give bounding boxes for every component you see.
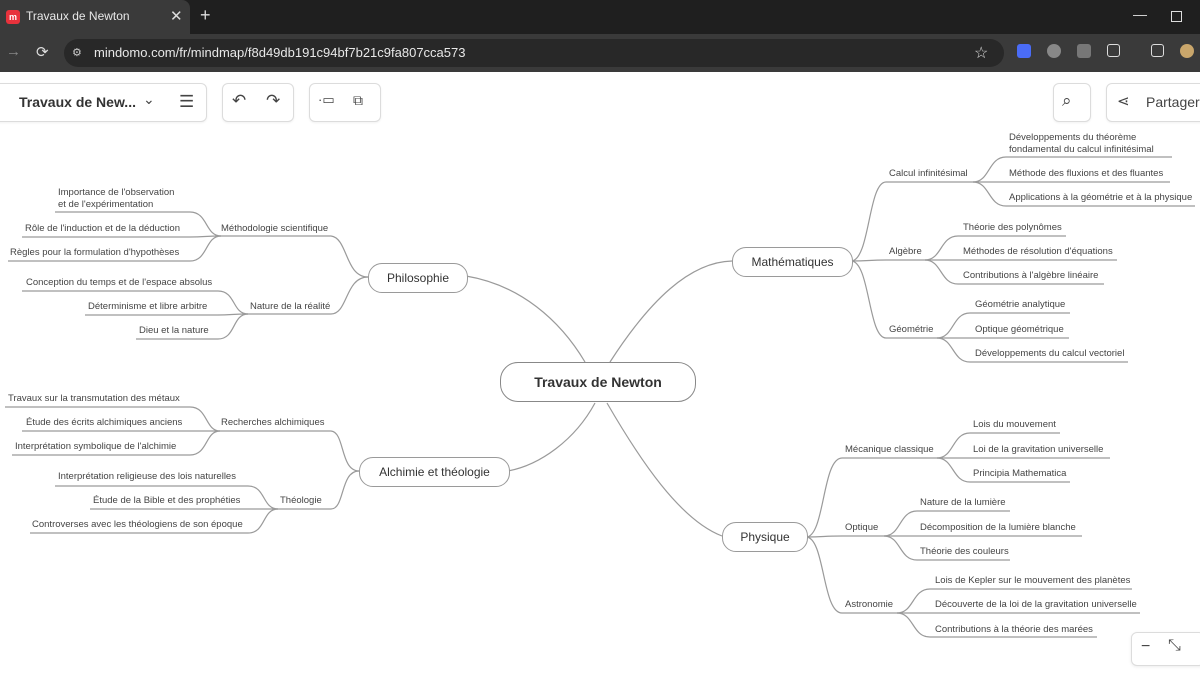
- leaf-topic[interactable]: Controverses avec les théologiens de son…: [32, 519, 243, 530]
- reload-icon[interactable]: ⟳: [36, 44, 49, 61]
- subtopic-optique[interactable]: Optique: [845, 522, 879, 533]
- leaf-topic[interactable]: Optique géométrique: [975, 324, 1064, 335]
- leaf-topic[interactable]: Méthodes de résolution d'équations: [963, 246, 1113, 257]
- extension-gear-icon[interactable]: [1047, 44, 1061, 58]
- leaf-topic[interactable]: Travaux sur la transmutation des métaux: [8, 393, 180, 404]
- leaf-topic[interactable]: Loi de la gravitation universelle: [973, 444, 1104, 455]
- restore-window-icon[interactable]: [1171, 11, 1182, 22]
- leaf-topic[interactable]: Interprétation symbolique de l'alchimie: [15, 441, 177, 452]
- new-tab-icon[interactable]: +: [200, 5, 211, 25]
- leaf-topic[interactable]: et de l'expérimentation: [58, 199, 154, 210]
- forward-icon[interactable]: →: [6, 43, 21, 60]
- fit-to-screen-icon[interactable]: ⤡: [1168, 637, 1181, 654]
- leaf-topic[interactable]: Déterminisme et libre arbitre: [88, 301, 208, 312]
- leaf-topic[interactable]: Développements du théorème: [1009, 132, 1137, 143]
- zoom-out-icon[interactable]: −: [1141, 638, 1151, 655]
- leaf-topic[interactable]: Lois de Kepler sur le mouvement des plan…: [935, 575, 1131, 586]
- leaf-topic[interactable]: Principia Mathematica: [973, 468, 1067, 479]
- map-title-group: Travaux de New... ⌄ ☰: [0, 83, 207, 122]
- leaf-topic[interactable]: Importance de l'observation: [58, 187, 175, 198]
- tab-title: Travaux de Newton: [26, 9, 130, 23]
- search-group: ⌕: [1053, 83, 1091, 122]
- browser-tab-bar: m Travaux de Newton ✕ + —: [0, 0, 1200, 34]
- subtopic-geometrie[interactable]: Géométrie: [889, 324, 934, 335]
- chevron-down-icon[interactable]: ⌄: [143, 91, 155, 107]
- map-title[interactable]: Travaux de New...: [19, 94, 136, 110]
- extension-translate-icon[interactable]: [1017, 44, 1031, 58]
- add-subtopic-icon[interactable]: ·▭: [318, 92, 335, 107]
- mindmap-connectors: [5, 156, 1195, 638]
- search-icon[interactable]: ⌕: [1062, 91, 1072, 110]
- profile-avatar-icon[interactable]: [1180, 44, 1194, 58]
- undo-redo-group: ↶ ↷: [222, 83, 294, 122]
- topic-mathematiques[interactable]: Mathématiques: [732, 247, 853, 277]
- leaf-topic[interactable]: Décomposition de la lumière blanche: [920, 522, 1076, 533]
- site-settings-icon[interactable]: ⚙: [72, 47, 82, 59]
- leaf-topic[interactable]: Dieu et la nature: [139, 325, 209, 336]
- leaf-topic[interactable]: Développements du calcul vectoriel: [975, 348, 1125, 359]
- browser-tab[interactable]: m Travaux de Newton ✕: [0, 0, 190, 34]
- share-label: Partager: [1146, 94, 1200, 110]
- menu-icon[interactable]: ☰: [179, 92, 195, 111]
- central-topic[interactable]: Travaux de Newton: [500, 362, 696, 402]
- subtopic-methodologie[interactable]: Méthodologie scientifique: [221, 223, 329, 234]
- topic-physique[interactable]: Physique: [722, 522, 808, 552]
- leaf-topic[interactable]: Contributions à l'algèbre linéaire: [963, 270, 1099, 281]
- bookmark-star-icon[interactable]: ☆: [974, 45, 989, 62]
- leaf-topic[interactable]: Géométrie analytique: [975, 299, 1066, 310]
- zoom-controls: − ⤡: [1131, 632, 1200, 666]
- undo-icon[interactable]: ↶: [232, 91, 247, 110]
- leaf-topic[interactable]: Étude de la Bible et des prophéties: [93, 495, 241, 506]
- extensions-puzzle-icon[interactable]: [1107, 44, 1120, 57]
- side-panel-icon[interactable]: [1151, 44, 1164, 57]
- subtopic-algebre[interactable]: Algèbre: [889, 246, 922, 257]
- leaf-topic[interactable]: Rôle de l'induction et de la déduction: [25, 223, 180, 234]
- leaf-topic[interactable]: Théorie des couleurs: [920, 546, 1009, 557]
- leaf-topic[interactable]: Découverte de la loi de la gravitation u…: [935, 599, 1137, 610]
- close-tab-icon[interactable]: ✕: [170, 8, 183, 25]
- leaf-topic[interactable]: Théorie des polynômes: [963, 222, 1062, 233]
- share-button[interactable]: ⋖ Partager: [1106, 83, 1200, 122]
- leaf-topic[interactable]: Étude des écrits alchimiques anciens: [26, 417, 183, 428]
- insert-topic-group: ·▭ ⧉: [309, 83, 381, 122]
- leaf-topic[interactable]: Conception du temps et de l'espace absol…: [26, 277, 213, 288]
- leaf-topic[interactable]: Lois du mouvement: [973, 419, 1056, 430]
- leaf-topic[interactable]: Nature de la lumière: [920, 497, 1006, 508]
- subtopic-theologie[interactable]: Théologie: [280, 495, 322, 506]
- mindomo-favicon-icon: m: [6, 10, 20, 24]
- leaf-topic[interactable]: Règles pour la formulation d'hypothèses: [10, 247, 180, 258]
- leaf-topic[interactable]: Contributions à la théorie des marées: [935, 624, 1093, 635]
- subtopic-calcul-infinitesimal[interactable]: Calcul infinitésimal: [889, 168, 968, 179]
- url-text[interactable]: mindomo.com/fr/mindmap/f8d49db191c94bf7b…: [94, 45, 466, 60]
- topic-alchimie-theologie[interactable]: Alchimie et théologie: [359, 457, 510, 487]
- subtopic-astronomie[interactable]: Astronomie: [845, 599, 894, 610]
- subtopic-recherches-alchimiques[interactable]: Recherches alchimiques: [221, 417, 325, 428]
- leaf-topic[interactable]: Interprétation religieuse des lois natur…: [58, 471, 236, 482]
- leaf-topic[interactable]: Méthode des fluxions et des fluantes: [1009, 168, 1164, 179]
- extension-k-icon[interactable]: [1077, 44, 1091, 58]
- add-sibling-topic-icon[interactable]: ⧉: [353, 92, 363, 108]
- redo-icon[interactable]: ↷: [266, 91, 281, 110]
- leaf-topic[interactable]: Applications à la géométrie et à la phys…: [1009, 192, 1193, 203]
- omnibox[interactable]: ⚙ mindomo.com/fr/mindmap/f8d49db191c94bf…: [64, 39, 1004, 67]
- leaf-topic[interactable]: fondamental du calcul infinitésimal: [1009, 144, 1154, 155]
- share-icon: ⋖: [1117, 93, 1130, 110]
- subtopic-nature-realite[interactable]: Nature de la réalité: [250, 301, 331, 312]
- subtopic-mecanique-classique[interactable]: Mécanique classique: [845, 444, 934, 455]
- minimize-window-icon[interactable]: —: [1133, 6, 1147, 22]
- topic-philosophie[interactable]: Philosophie: [368, 263, 468, 293]
